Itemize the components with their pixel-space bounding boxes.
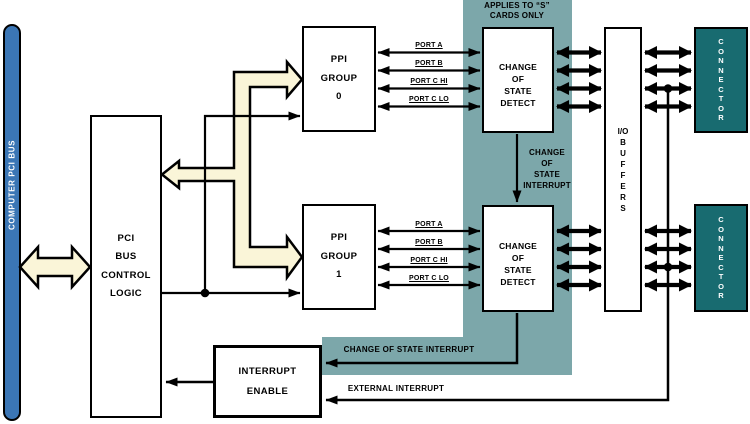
- external-interrupt-label: EXTERNAL INTERRUPT: [347, 384, 445, 393]
- group1-port-c-hi-label: PORT C HI: [410, 256, 448, 264]
- interrupt-enable-line: INTERRUPT: [238, 365, 297, 377]
- detect1-line: STATE: [504, 264, 532, 275]
- change-of-state-detect-1-box: CHANGE OF STATE DETECT: [482, 205, 554, 312]
- io-buffers-top-line: I/O: [617, 126, 629, 136]
- detect0-line: OF: [511, 74, 525, 84]
- detect0-line: DETECT: [500, 98, 536, 108]
- pci-box-line: LOGIC: [109, 288, 143, 299]
- detect-buffer-wires: [556, 46, 602, 292]
- io-buffers-box: I/O BUFFERS: [604, 27, 642, 312]
- cos-v-line: INTERRUPT: [523, 181, 571, 190]
- pci-box-line: PCI: [117, 232, 135, 244]
- applies-note-line: CARDS ONLY: [489, 11, 545, 20]
- cos-v-line: OF: [541, 159, 553, 168]
- cos-v-line: STATE: [533, 170, 561, 179]
- bus-to-pci-block-arrow: [18, 243, 92, 291]
- group0-port-c-hi-label: PORT C HI: [410, 78, 448, 85]
- external-interrupt-wire: [325, 88, 670, 405]
- cos-interrupt-vertical-label: CHANGE OF STATE INTERRUPT: [523, 147, 571, 191]
- junction-dots: [200, 84, 673, 298]
- change-of-state-detect-0-box: CHANGE OF STATE DETECT: [482, 27, 554, 133]
- cos-v-line: CHANGE: [529, 148, 565, 157]
- interrupt-enable-box: INTERRUPT ENABLE: [213, 345, 322, 418]
- group1-port-a-label: PORT A: [415, 220, 443, 228]
- group0-port-b-label: PORT B: [415, 60, 443, 67]
- connector-1-box: CONNECTOR: [694, 204, 748, 312]
- applies-note-line: APPLIES TO “S”: [484, 1, 550, 10]
- pci-box-line: CONTROL: [101, 269, 151, 281]
- detect0-line: CHANGE: [498, 62, 538, 72]
- group1-port-b-label: PORT B: [415, 238, 443, 246]
- cos-interrupt-wire: [325, 313, 519, 368]
- pci-control-wires: [162, 111, 301, 298]
- detect1-line: OF: [511, 252, 525, 263]
- ppi-group-1-box: PPI GROUP 1: [302, 204, 376, 310]
- io-buffers-stacked: BUFFERS: [620, 137, 626, 213]
- ppi1-line: PPI: [330, 232, 348, 244]
- detect1-line: DETECT: [500, 276, 536, 287]
- group0-port-a-label: PORT A: [415, 42, 443, 49]
- ppi0-line: 0: [336, 91, 342, 103]
- computer-pci-bus-label: COMPUTER PCI BUS: [7, 139, 17, 231]
- computer-pci-bus-bar: [3, 24, 21, 421]
- applies-note: APPLIES TO “S” CARDS ONLY: [484, 1, 550, 21]
- cos-interrupt-label: CHANGE OF STATE INTERRUPT: [343, 345, 475, 354]
- ppi0-line: PPI: [330, 54, 348, 66]
- ppi0-line: GROUP: [320, 72, 358, 84]
- detect0-line: STATE: [504, 86, 532, 96]
- connector-0-box: CONNECTOR: [694, 27, 748, 133]
- pci-to-ppi-block-arrow: [159, 58, 304, 282]
- group1-port-c-lo-label: PORT C LO: [409, 274, 449, 282]
- ppi1-line: 1: [336, 269, 342, 281]
- pci-box-line: BUS: [115, 251, 137, 262]
- connector0-label: CONNECTOR: [718, 37, 724, 123]
- group1-port-wires: [377, 226, 481, 290]
- connector1-label: CONNECTOR: [718, 215, 724, 301]
- group0-port-wires: [377, 48, 481, 111]
- ppi-group-0-box: PPI GROUP 0: [302, 26, 376, 132]
- group0-port-c-lo-label: PORT C LO: [409, 96, 449, 103]
- detect1-line: CHANGE: [498, 240, 538, 251]
- pci-bus-control-logic-box: PCI BUS CONTROL LOGIC: [90, 115, 162, 418]
- interrupt-enable-line: ENABLE: [246, 385, 289, 397]
- ppi1-line: GROUP: [320, 250, 358, 262]
